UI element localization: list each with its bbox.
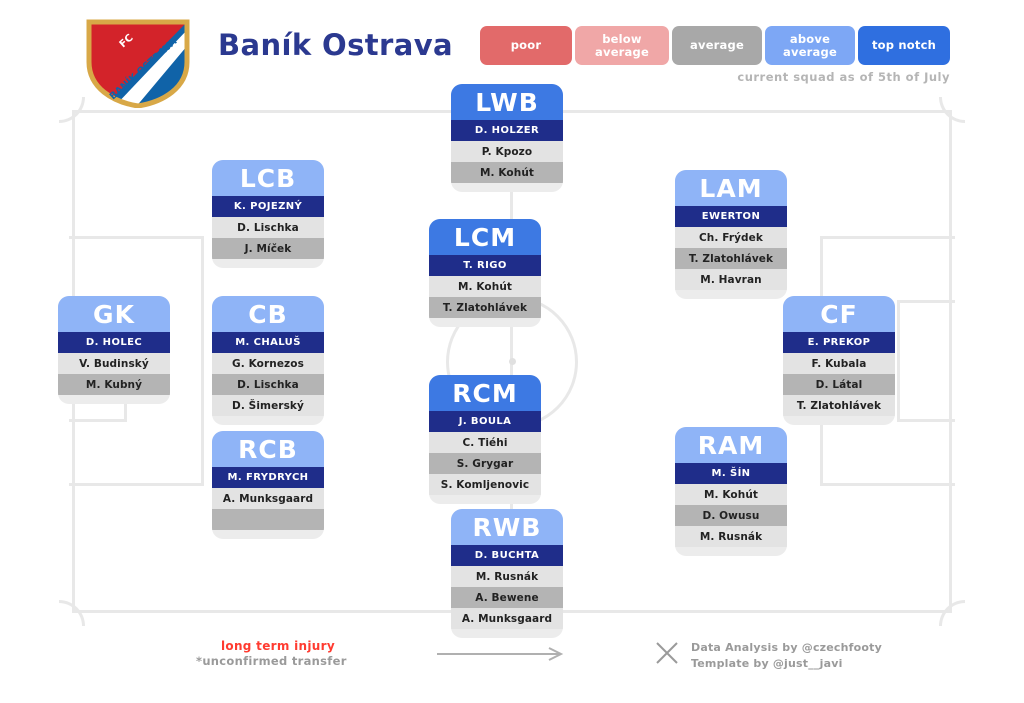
player-row[interactable]: Ch. Frýdek <box>675 227 787 248</box>
club-crest-icon: FC BANÍK OSTRAVA <box>86 19 190 108</box>
corner-arc-tl <box>59 97 85 123</box>
legend-unconfirmed-transfer: *unconfirmed transfer <box>196 654 347 668</box>
player-row[interactable]: T. Zlatohlávek <box>429 297 541 318</box>
rating-legend: poor below average average above average… <box>480 26 950 65</box>
player-row[interactable]: F. Kubala <box>783 353 895 374</box>
player-row[interactable]: T. Zlatohlávek <box>675 248 787 269</box>
starter-row[interactable]: M. FRYDRYCH <box>212 467 324 488</box>
starter-row[interactable]: E. PREKOP <box>783 332 895 353</box>
player-row[interactable]: M. Kohút <box>675 484 787 505</box>
player-row[interactable]: S. Grygar <box>429 453 541 474</box>
player-row[interactable]: D. Owusu <box>675 505 787 526</box>
player-row[interactable]: V. Budinský <box>58 353 170 374</box>
position-code-ram: RAM <box>675 427 787 463</box>
player-row[interactable]: P. Kpozo <box>451 141 563 162</box>
player-row[interactable] <box>212 509 324 530</box>
pitch-line-right <box>949 110 952 613</box>
legend-label-top: top notch <box>871 38 937 53</box>
player-row[interactable]: M. Kohút <box>429 276 541 297</box>
legend-long-term-injury: long term injury <box>221 639 335 653</box>
legend-label-above: above average <box>783 31 837 59</box>
credit-template: Template by @just__javi <box>691 656 843 670</box>
starter-row[interactable]: D. HOLEC <box>58 332 170 353</box>
player-row[interactable]: A. Munksgaard <box>451 608 563 629</box>
position-code-rwb: RWB <box>451 509 563 545</box>
corner-arc-bl <box>59 600 85 626</box>
position-code-lcm: LCM <box>429 219 541 255</box>
squad-date-note: current squad as of 5th of July <box>737 70 950 84</box>
legend-item-below-average[interactable]: below average <box>575 26 669 65</box>
player-row[interactable]: A. Munksgaard <box>212 488 324 509</box>
player-row[interactable]: D. Lischka <box>212 217 324 238</box>
center-spot <box>508 358 516 365</box>
player-row[interactable]: M. Kubný <box>58 374 170 395</box>
starter-row[interactable]: T. RIGO <box>429 255 541 276</box>
corner-arc-tr <box>939 97 965 123</box>
legend-item-poor[interactable]: poor <box>480 26 572 65</box>
position-code-rcm: RCM <box>429 375 541 411</box>
player-row[interactable]: A. Bewene <box>451 587 563 608</box>
legend-item-top-notch[interactable]: top notch <box>858 26 950 65</box>
player-row[interactable]: S. Komljenovic <box>429 474 541 495</box>
player-row[interactable]: D. Látal <box>783 374 895 395</box>
starter-row[interactable]: K. POJEZNÝ <box>212 196 324 217</box>
starter-row[interactable]: EWERTON <box>675 206 787 227</box>
legend-label-average: average <box>690 38 744 53</box>
player-row[interactable]: M. Rusnák <box>451 566 563 587</box>
player-row[interactable]: M. Kohút <box>451 162 563 183</box>
position-code-cf: CF <box>783 296 895 332</box>
page-title: Baník Ostrava <box>218 28 453 62</box>
player-row[interactable]: J. Míček <box>212 238 324 259</box>
player-row[interactable]: D. Lischka <box>212 374 324 395</box>
legend-label-below: below average <box>595 31 649 59</box>
player-row[interactable]: G. Kornezos <box>212 353 324 374</box>
player-row[interactable]: M. Havran <box>675 269 787 290</box>
starter-row[interactable]: J. BOULA <box>429 411 541 432</box>
position-code-lam: LAM <box>675 170 787 206</box>
corner-arc-br <box>939 600 965 626</box>
player-row[interactable]: M. Rusnák <box>675 526 787 547</box>
position-code-cb: CB <box>212 296 324 332</box>
legend-label-poor: poor <box>510 38 542 53</box>
starter-row[interactable]: M. ŠÍN <box>675 463 787 484</box>
starter-row[interactable]: D. HOLZER <box>451 120 563 141</box>
legend-item-average[interactable]: average <box>672 26 762 65</box>
x-logo-icon[interactable] <box>655 641 679 665</box>
arrow-right-icon <box>437 647 564 661</box>
position-code-lwb: LWB <box>451 84 563 120</box>
position-code-gk: GK <box>58 296 170 332</box>
credit-data-analysis: Data Analysis by @czechfooty <box>691 641 883 654</box>
credits: Data Analysis by @czechfooty Template by… <box>691 640 882 672</box>
goal-box-right <box>897 300 955 422</box>
penalty-box-left <box>69 236 204 486</box>
player-row[interactable]: D. Šimerský <box>212 395 324 416</box>
legend-item-above-average[interactable]: above average <box>765 26 855 65</box>
player-row[interactable]: C. Tiéhi <box>429 432 541 453</box>
player-row[interactable]: T. Zlatohlávek <box>783 395 895 416</box>
starter-row[interactable]: D. BUCHTA <box>451 545 563 566</box>
position-code-lcb: LCB <box>212 160 324 196</box>
starter-row[interactable]: M. CHALUŠ <box>212 332 324 353</box>
position-code-rcb: RCB <box>212 431 324 467</box>
